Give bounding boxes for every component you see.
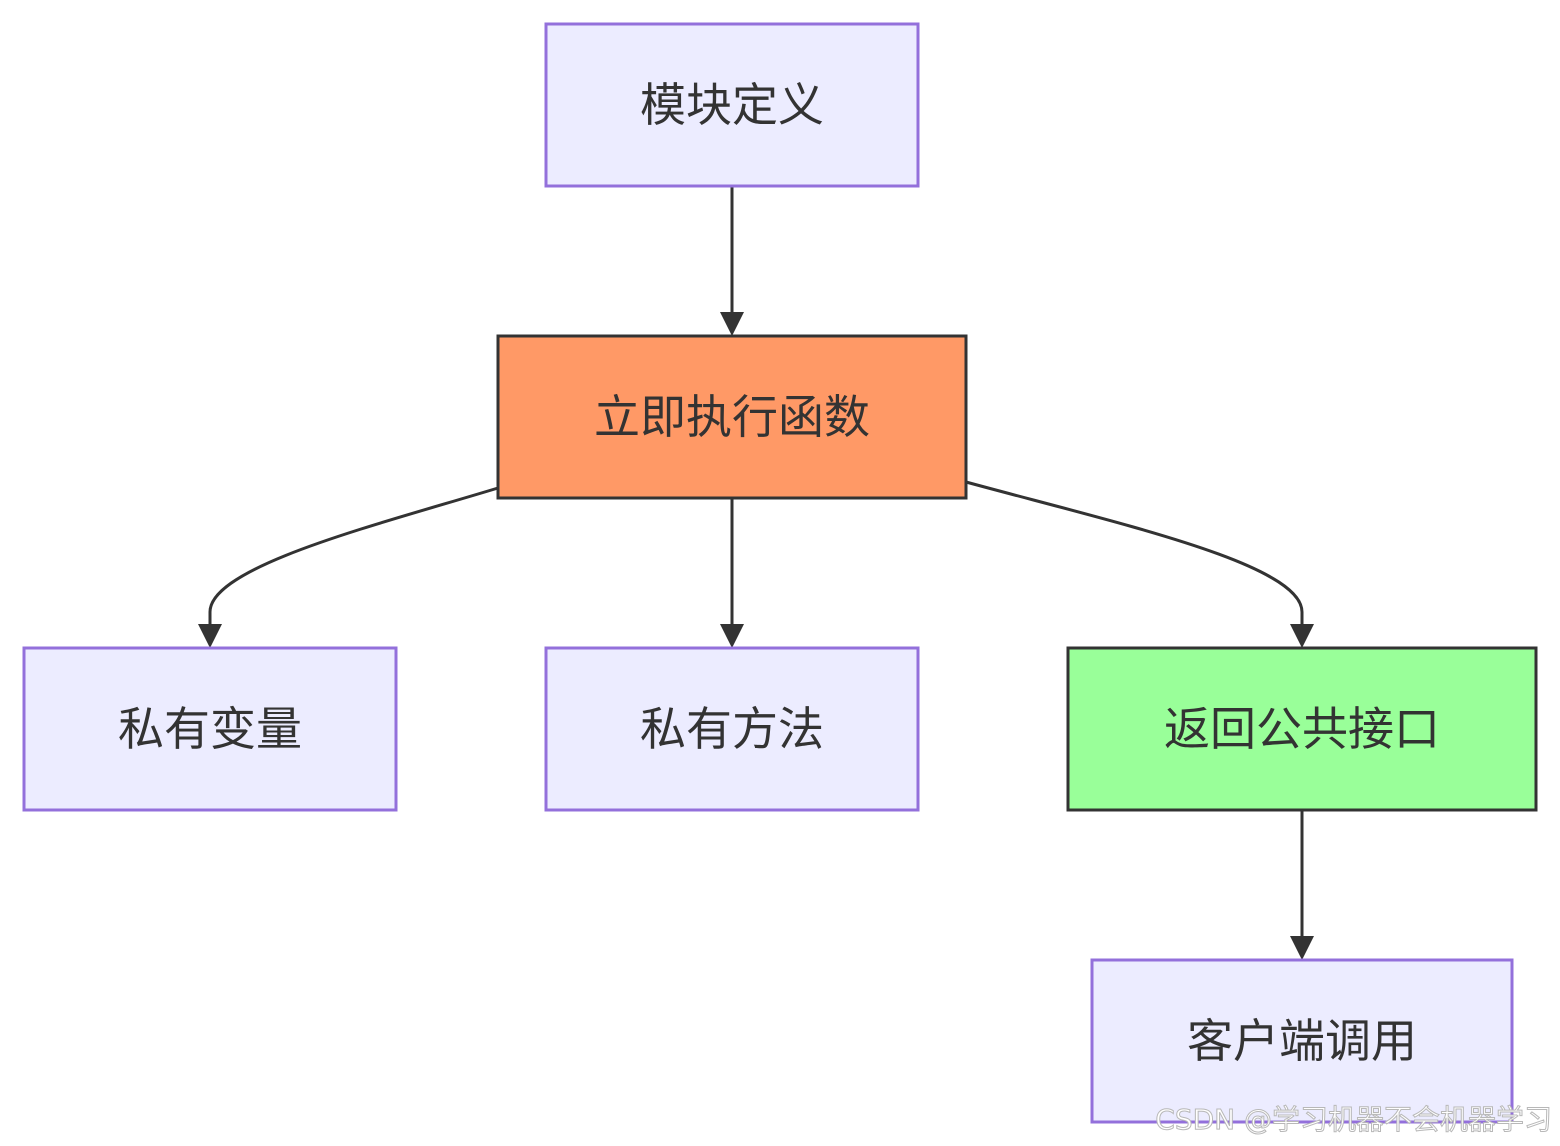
node-public-api: 返回公共接口 xyxy=(1066,646,1538,812)
node-private-variables: 私有变量 xyxy=(22,646,398,812)
node-iife: 立即执行函数 xyxy=(496,334,968,500)
arrowhead-iife-to-private-vars xyxy=(198,624,222,648)
node-label: 私有方法 xyxy=(640,702,824,756)
node-label: 返回公共接口 xyxy=(1164,702,1440,756)
arrowhead-public-api-to-client xyxy=(1290,936,1314,960)
node-box xyxy=(544,22,920,188)
node-label: 客户端调用 xyxy=(1187,1014,1417,1068)
node-private-methods: 私有方法 xyxy=(544,646,920,812)
arrowhead-iife-to-private-methods xyxy=(720,624,744,648)
edges xyxy=(198,186,1314,960)
node-box xyxy=(1090,958,1514,1124)
node-box xyxy=(496,334,968,500)
arrowhead-iife-to-public-api xyxy=(1290,624,1314,648)
watermark-text: CSDN @学习机器不会机器学习 xyxy=(1155,1103,1553,1137)
node-label: 立即执行函数 xyxy=(594,390,870,444)
node-client-call: 客户端调用 xyxy=(1090,958,1514,1124)
edge-iife-to-public-api xyxy=(965,480,1304,630)
node-label: 模块定义 xyxy=(640,78,824,132)
node-box xyxy=(22,646,398,812)
node-box xyxy=(1066,646,1538,812)
node-label: 私有变量 xyxy=(118,702,302,756)
node-box xyxy=(544,646,920,812)
edge-iife-to-private-vars xyxy=(208,486,499,630)
node-module-definition: 模块定义 xyxy=(544,22,920,188)
arrowhead-module-to-iife xyxy=(720,312,744,336)
